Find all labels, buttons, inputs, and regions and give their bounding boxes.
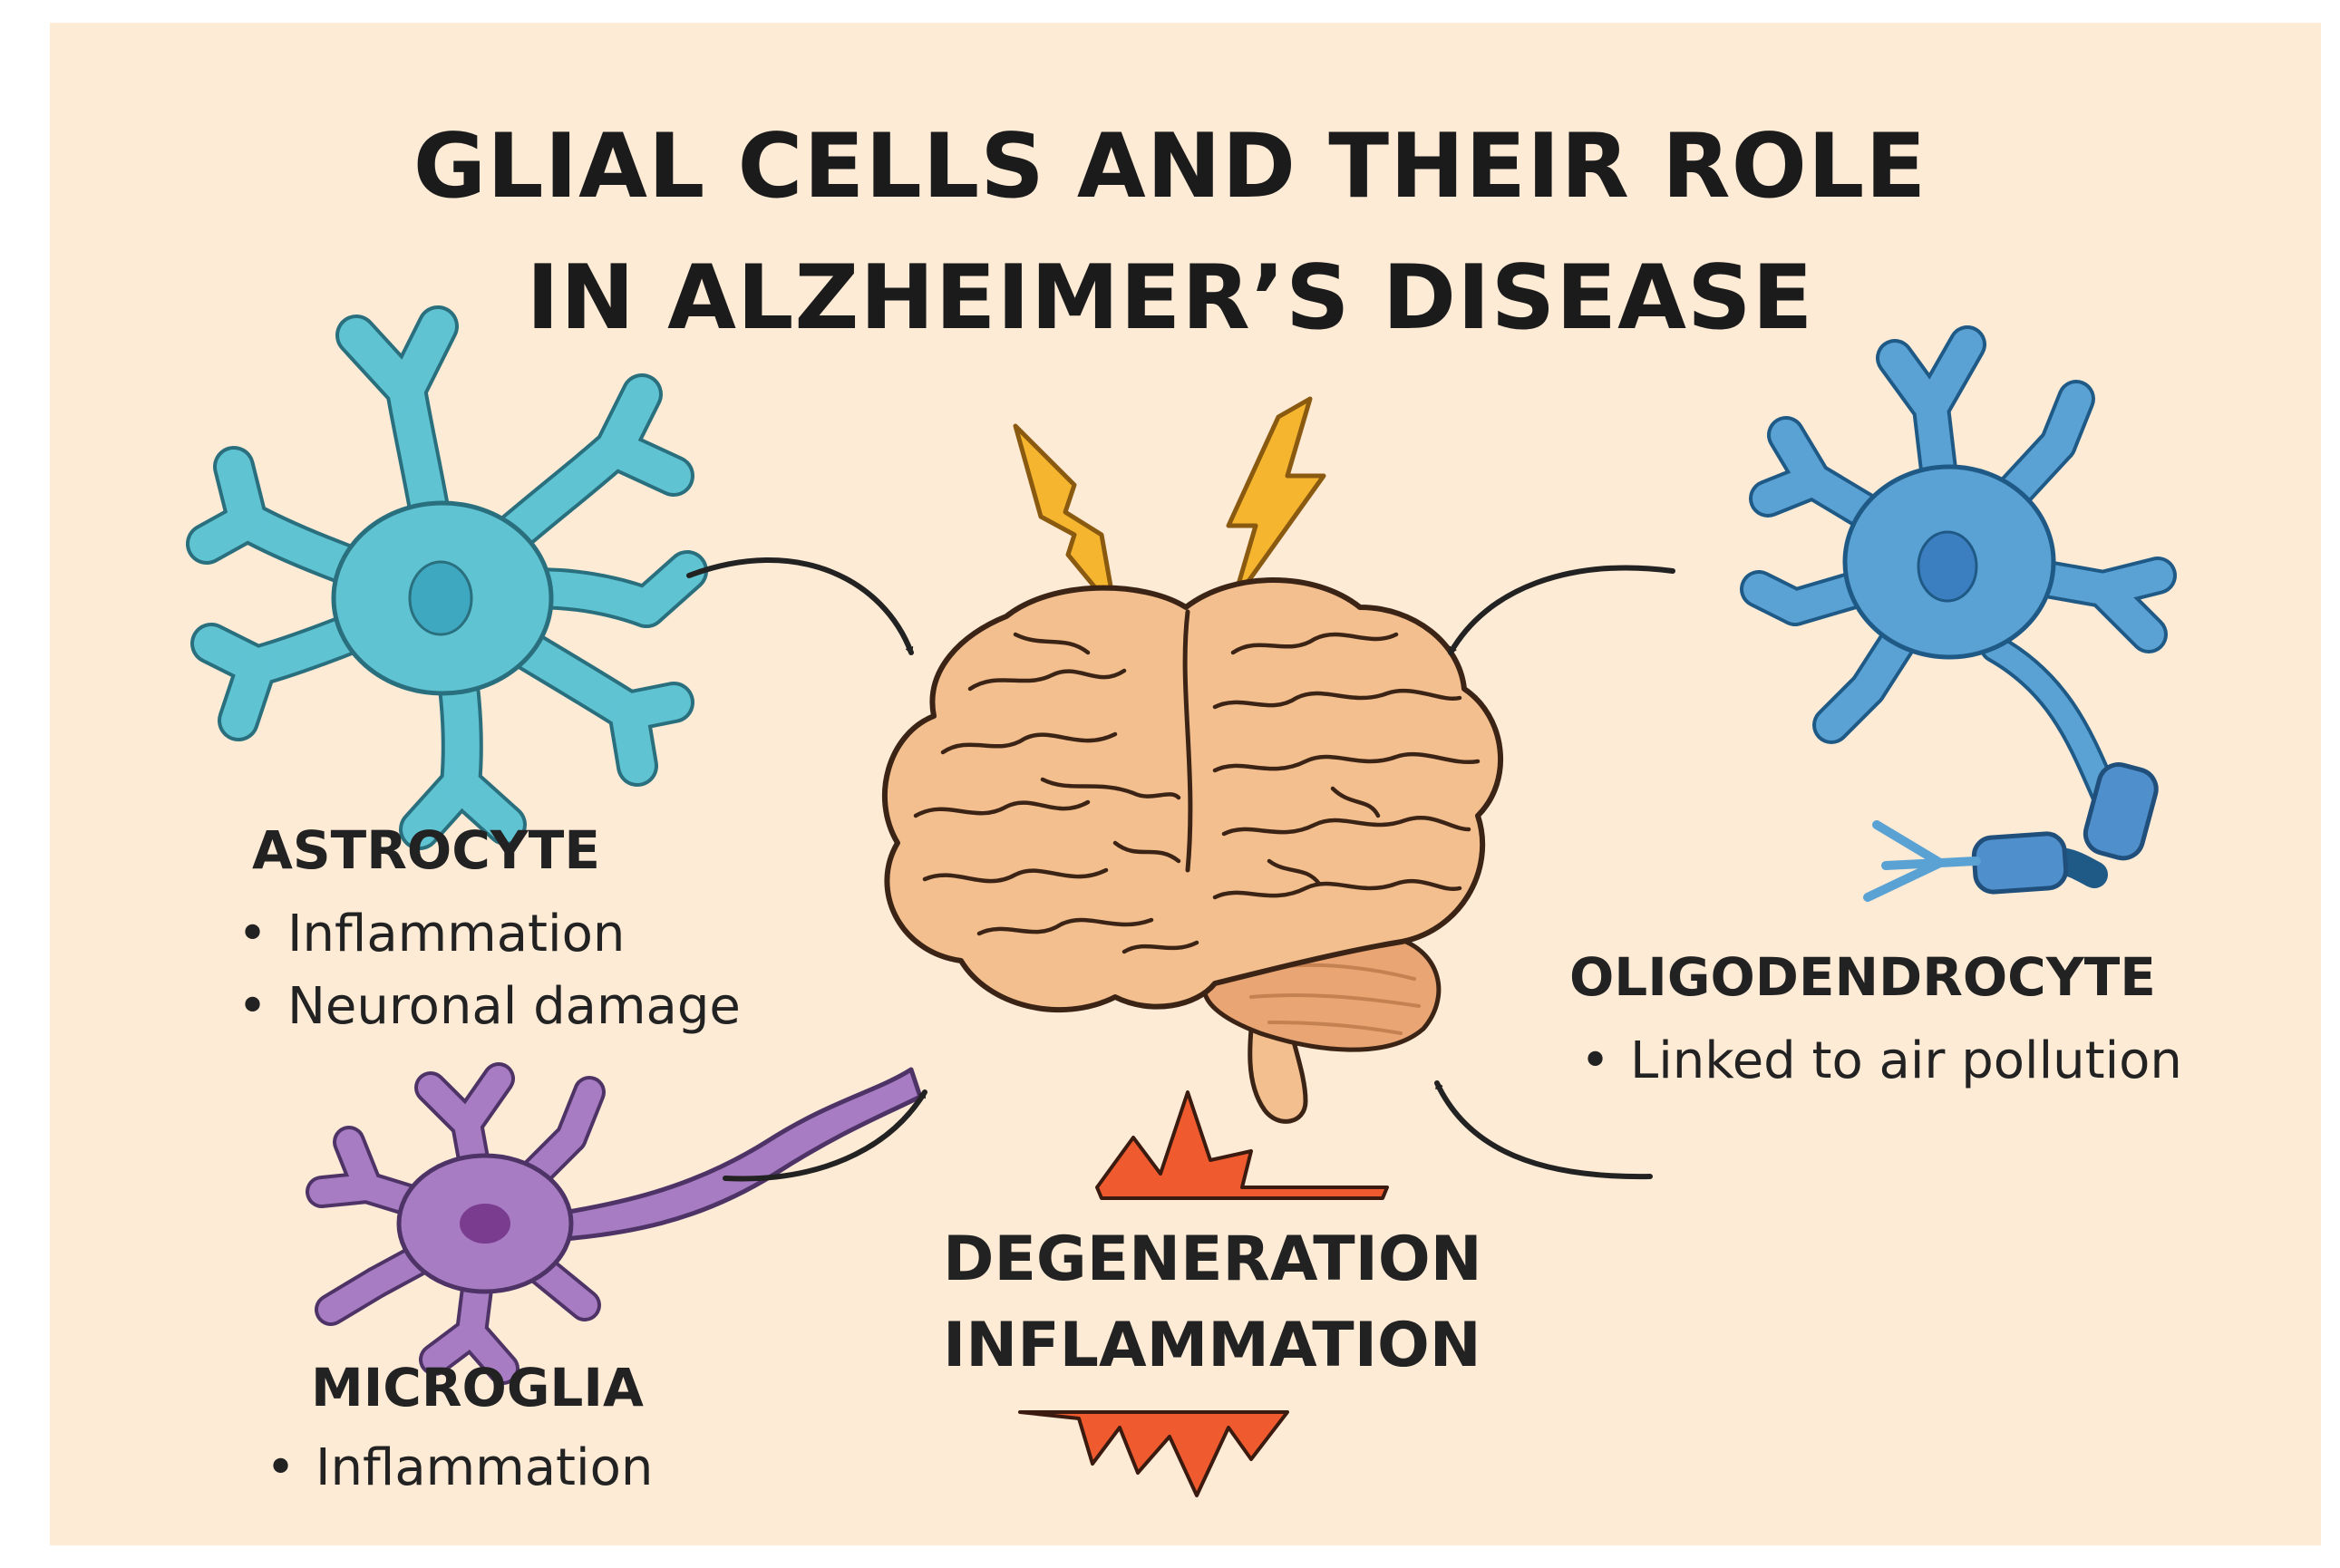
arrow-microglia-to-brain (723, 1089, 927, 1182)
right-lightning-icon (1226, 396, 1326, 605)
astrocyte-icon (186, 305, 708, 850)
title-line-1: GLIAL CELLS AND THEIR ROLE (413, 115, 1927, 218)
title-line-2: IN ALZHEIMER’S DISEASE (526, 247, 1814, 350)
left-lightning-icon (1013, 423, 1118, 615)
astrocyte-effect-1: Inflammation (238, 903, 625, 966)
arrow-lower-right-to-brain (1434, 1080, 1653, 1180)
arrow-oligodendrocyte-to-brain (1448, 565, 1675, 655)
center-label-degeneration: DEGENERATION (943, 1224, 1482, 1295)
astrocyte-label: ASTROCYTE (252, 819, 600, 881)
brain-icon (882, 577, 1504, 1124)
arrow-astrocyte-to-brain (686, 557, 914, 655)
bottom-burst-icon (1018, 1410, 1289, 1497)
microglia-label: MICROGLIA (311, 1357, 644, 1418)
microglia-effect-1: Inflammation (266, 1437, 653, 1500)
oligodendrocyte-icon (1740, 325, 2177, 902)
oligodendrocyte-effect-1: Linked to air pollution (1580, 1030, 2182, 1093)
astrocyte-effect-2: Neuronal damage (238, 975, 741, 1039)
page-title: GLIAL CELLS AND THEIR ROLE IN ALZHEIMER’… (0, 102, 2340, 364)
oligodendrocyte-label: OLIGODENDROCYTE (1569, 946, 2156, 1008)
microglia-icon (306, 1062, 923, 1385)
top-burst-icon (1095, 1090, 1389, 1200)
center-label-inflammation: INFLAMMATION (943, 1310, 1481, 1381)
